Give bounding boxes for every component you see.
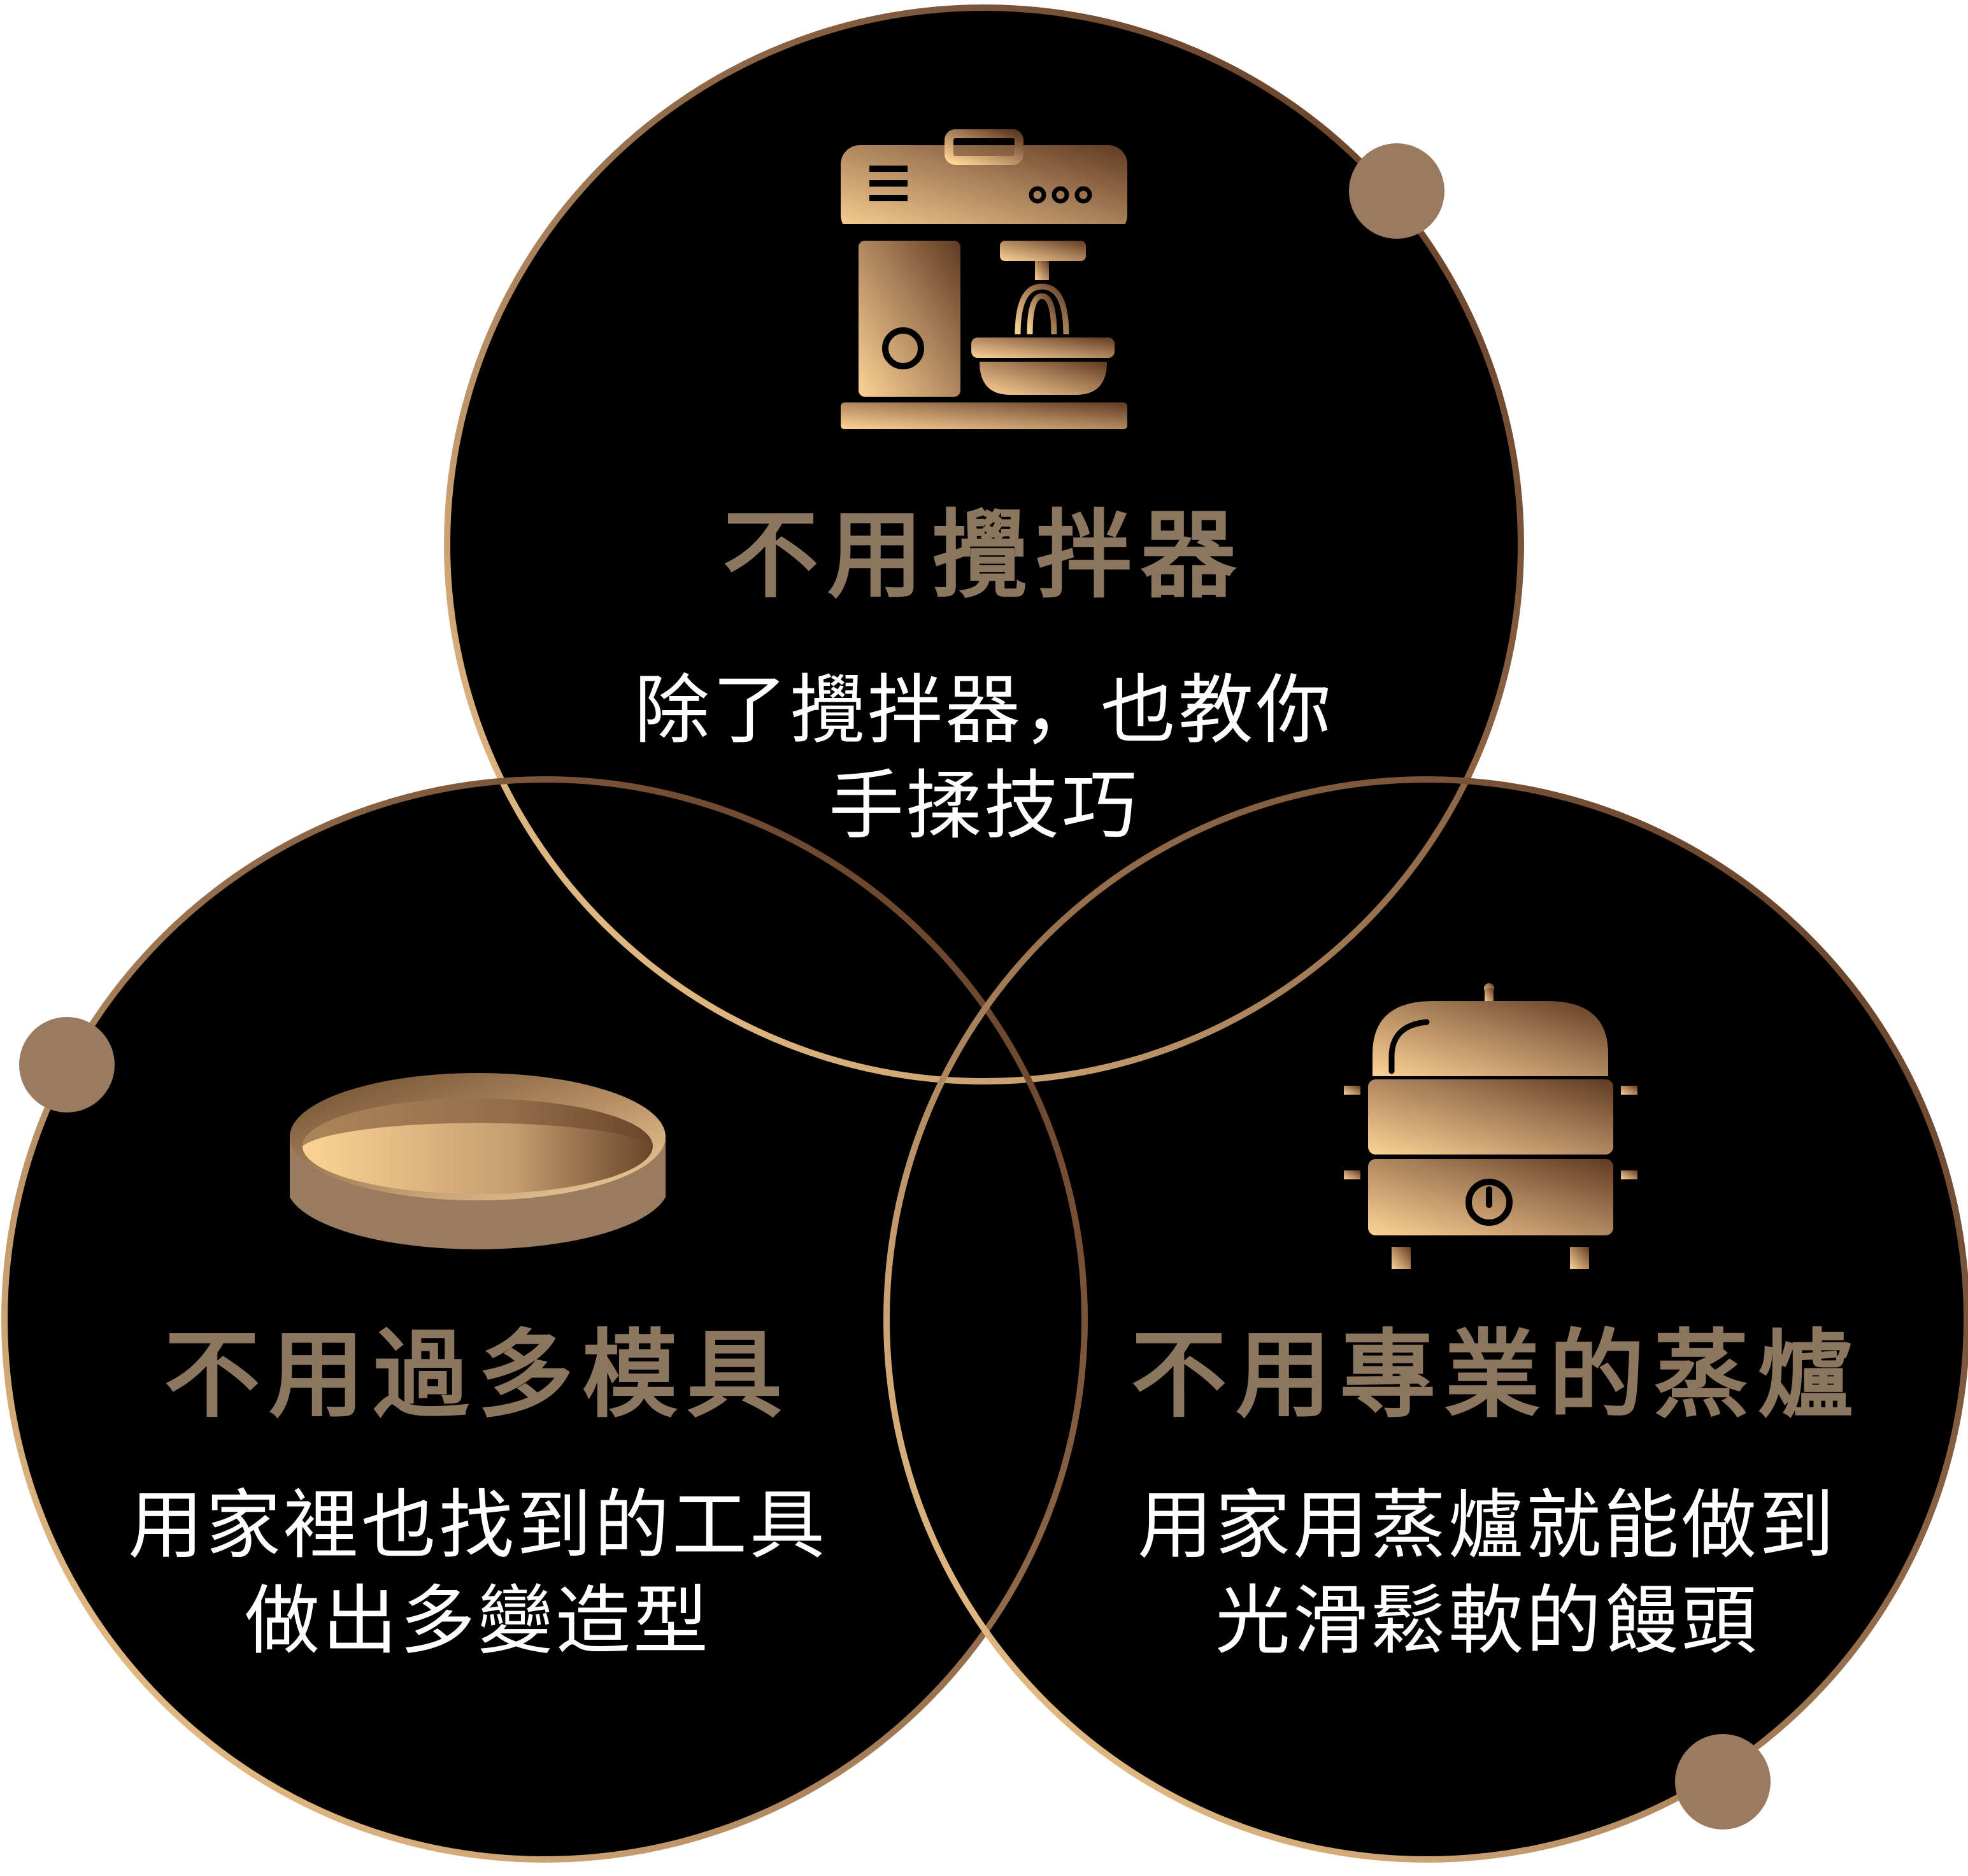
ring-left (1, 776, 1088, 1863)
circle-right (887, 779, 1967, 1859)
decor-dot-left (19, 1017, 115, 1112)
steamer-icon (1344, 983, 1637, 1269)
right-circle-desc-line1: 用家用蒸爐就能做到 (1137, 1481, 1837, 1569)
ring-top (444, 4, 1524, 1084)
right-circle-title: 不用專業的蒸爐 (1130, 1320, 1862, 1431)
right-circle-desc-line2: 光滑鬆軟的饅頭 (1215, 1577, 1759, 1665)
top-circle-desc-line2: 手揉技巧 (828, 762, 1139, 849)
left-circle-desc-line2: 做出多變造型 (244, 1577, 711, 1665)
left-circle-title: 不用過多模具 (164, 1320, 791, 1431)
top-circle-desc-line1: 除了攪拌器，也教你 (634, 666, 1334, 754)
decor-dot-right (1675, 1734, 1771, 1830)
cake-pan-icon (290, 1073, 666, 1249)
stand-mixer-icon (841, 129, 1127, 429)
circle-left (4, 779, 1085, 1859)
decor-dot-top (1349, 143, 1444, 239)
ring-right (883, 776, 1968, 1863)
left-circle-desc-line1: 用家裡也找到的工具 (127, 1481, 827, 1569)
top-circle-title: 不用攪拌器 (722, 501, 1245, 611)
